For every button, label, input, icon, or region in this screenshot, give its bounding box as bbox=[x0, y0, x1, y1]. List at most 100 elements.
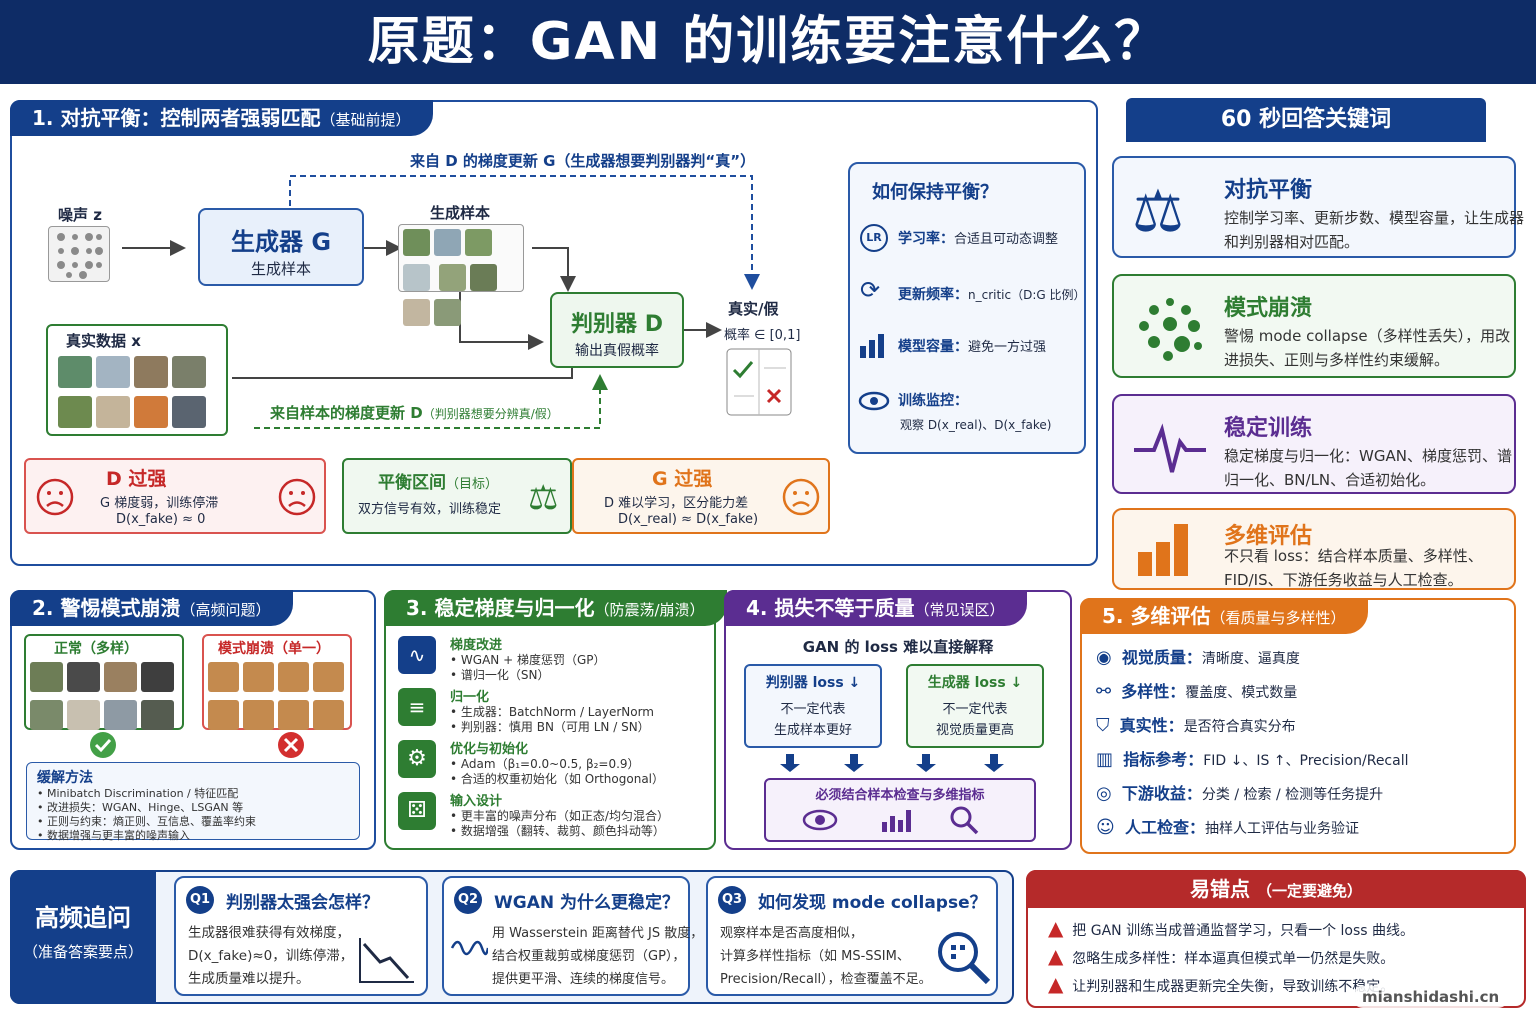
flow-arrows bbox=[122, 175, 760, 429]
collapse-thumbs bbox=[206, 660, 352, 736]
dog-thumb bbox=[104, 700, 137, 730]
real-thumb bbox=[58, 396, 92, 428]
section-2-panel: 2. 警惕模式崩溃（高频问题） 正常（多样） 模式崩溃（单一） 缓解方法 Min… bbox=[10, 590, 376, 850]
real-thumb bbox=[134, 396, 168, 428]
g-strong-line2: D(x_real) ≈ D(x_fake) bbox=[618, 512, 759, 527]
sample-thumb bbox=[439, 264, 467, 291]
d-loss-title: 判别器 loss ↓ bbox=[765, 675, 861, 691]
dog-thumb bbox=[208, 700, 239, 730]
scale-icon: ⚖ bbox=[1132, 177, 1184, 245]
faq-title: 高频追问 bbox=[35, 904, 131, 932]
g-loss-line: 不一定代表 bbox=[942, 702, 1008, 717]
q1-desc: 生成器很难获得有效梯度，D(x_fake)≈0，训练停滞，生成质量难以提升。 bbox=[188, 925, 354, 987]
fix-item: 数据增强与更丰富的噪声输入 bbox=[37, 829, 349, 843]
q2-badge: Q2 bbox=[454, 886, 482, 914]
keyword-card-balance: ⚖ 对抗平衡 控制学习率、更新步数、模型容量，让生成器和判别器相对匹配。 bbox=[1112, 156, 1524, 258]
decline-chart-icon bbox=[359, 938, 414, 983]
real-thumb bbox=[172, 396, 206, 428]
g-strong-box: G 过强 D 难以学习，区分能力差 D(x_real) ≈ D(x_fake) bbox=[572, 458, 830, 534]
discriminator-sub: 输出真假概率 bbox=[575, 343, 659, 359]
normal-thumbs bbox=[28, 660, 182, 736]
keywords-header: 60 秒回答关键词 bbox=[1126, 98, 1486, 142]
g-loss-line: 视觉质量更高 bbox=[935, 723, 1014, 738]
real-thumb bbox=[96, 356, 130, 388]
watermark: mianshidashi.cn bbox=[1352, 986, 1510, 1008]
group-list: 更丰富的噪声分布（如正态/均匀混合）数据增强（翻转、裁剪、颜色抖动等） bbox=[450, 809, 669, 839]
keyword-title: 多维评估 bbox=[1224, 524, 1313, 549]
eye-icon: ◉ bbox=[1096, 647, 1112, 668]
sad-face-icon bbox=[278, 478, 316, 516]
input-group: 输入设计 更丰富的噪声分布（如正态/均匀混合）数据增强（翻转、裁剪、颜色抖动等） bbox=[450, 790, 669, 839]
grad-g-label: 来自 D 的梯度更新 G（生成器想要判别器判“真”） bbox=[410, 152, 756, 170]
g-strong-line1: D 难以学习，区分能力差 bbox=[604, 496, 749, 511]
mistake-item: ▲ 忽略生成多样性：样本逼真但模式单一仍然是失败。 bbox=[1048, 944, 1395, 968]
balance-zone-title: 平衡区间（目标） bbox=[378, 473, 499, 493]
sad-face-icon bbox=[782, 478, 820, 516]
eval-row-diversity: ⚯ 多样性：覆盖度、模式数量 bbox=[1096, 681, 1298, 702]
scale-icon: ⚖ bbox=[528, 478, 559, 518]
fix-methods-list: Minibatch Discrimination / 特征匹配 改进损失：WGA… bbox=[37, 787, 349, 843]
down-arrows bbox=[780, 754, 1004, 772]
pulse-icon bbox=[1134, 423, 1206, 473]
collapse-samples-box: 模式崩溃（单一） bbox=[202, 634, 352, 730]
eval-row-metrics: ▥ 指标参考：FID ↓、IS ↑、Precision/Recall bbox=[1096, 749, 1409, 770]
dog-thumb bbox=[278, 662, 309, 692]
keyword-desc: 警惕 mode collapse（多样性丢失），用改进损失、正则与多样性约束缓解… bbox=[1224, 327, 1511, 369]
grad-group: 梯度改进 WGAN + 梯度惩罚（GP）谱归一化（SN） bbox=[450, 634, 605, 683]
samples-label: 生成样本 bbox=[430, 204, 491, 222]
keyword-desc: 稳定梯度与归一化：WGAN、梯度惩罚、谱归一化、BN/LN、合适初始化。 bbox=[1224, 447, 1512, 489]
section-3-header: 3. 稳定梯度与归一化（防震荡/崩溃） bbox=[384, 590, 727, 626]
keyword-title: 稳定训练 bbox=[1224, 416, 1313, 441]
q3-title: 如何发现 mode collapse？ bbox=[758, 893, 987, 913]
group-item: 谱归一化（SN） bbox=[450, 668, 605, 683]
dog-thumb bbox=[30, 700, 63, 730]
search-icon bbox=[950, 806, 979, 835]
shield-icon: ⛉ bbox=[1096, 715, 1110, 736]
eval-row-realism: ⛉ 真实性：是否符合真实分布 bbox=[1096, 715, 1296, 736]
eval-row-downstream: ◎ 下游收益：分类 / 检索 / 检测等任务提升 bbox=[1096, 783, 1384, 804]
keyword-card-stable: 稳定训练 稳定梯度与归一化：WGAN、梯度惩罚、谱归一化、BN/LN、合适初始化… bbox=[1112, 394, 1516, 494]
group-title: 优化与初始化 bbox=[450, 742, 529, 757]
wave-icon bbox=[450, 940, 488, 956]
section-5-panel: 5. 多维评估（看质量与多样性） ◉ 视觉质量：清晰度、逼真度 ⚯ 多样性：覆盖… bbox=[1080, 598, 1516, 854]
fix-item: 正则与约束：熵正则、互信息、覆盖率约束 bbox=[37, 815, 349, 829]
faq-q1: Q1 判别器太强会怎样？ 生成器很难获得有效梯度，D(x_fake)≈0，训练停… bbox=[174, 876, 428, 996]
d-loss-line: 不一定代表 bbox=[780, 702, 846, 717]
dog-thumb bbox=[243, 662, 274, 692]
generator-box: 生成器 G 生成样本 bbox=[198, 208, 364, 286]
output-prob: 概率 ∈ [0,1] bbox=[724, 328, 801, 343]
balance-item-capacity: 模型容量：避免一方过强 bbox=[898, 339, 1047, 355]
dog-thumb bbox=[141, 700, 174, 730]
keyword-title: 对抗平衡 bbox=[1224, 178, 1313, 203]
balance-item-monitor-key: 训练监控： bbox=[898, 393, 968, 409]
group-item: 数据增强（翻转、裁剪、颜色抖动等） bbox=[450, 824, 669, 839]
keyword-desc: 控制学习率、更新步数、模型容量，让生成器和判别器相对匹配。 bbox=[1224, 209, 1525, 251]
real-data-box: 真实数据 x bbox=[46, 324, 228, 436]
q3-badge: Q3 bbox=[718, 886, 746, 914]
normal-label: 正常（多样） bbox=[54, 641, 138, 657]
mistake-item: ▲ 把 GAN 训练当成普通监督学习，只看一个 loss 曲线。 bbox=[1048, 916, 1415, 940]
normal-samples-box: 正常（多样） bbox=[24, 634, 184, 730]
keyword-card-collapse: 模式崩溃 警惕 mode collapse（多样性丢失），用改进损失、正则与多样… bbox=[1112, 274, 1516, 378]
dog-thumb bbox=[141, 662, 174, 692]
magnifier-icon bbox=[938, 932, 991, 985]
dice-icon: ⚄ bbox=[398, 792, 436, 830]
q1-title: 判别器太强会怎样？ bbox=[226, 893, 379, 913]
section-4-panel: 4. 损失不等于质量（常见误区） GAN 的 loss 难以直接解释 判别器 l… bbox=[724, 590, 1072, 850]
sample-thumb bbox=[434, 299, 461, 326]
group-item: Adam（β₁=0.0~0.5, β₂=0.9） bbox=[450, 757, 664, 772]
noise-grid bbox=[48, 226, 110, 282]
eye-icon bbox=[802, 809, 838, 831]
check-icon bbox=[90, 732, 116, 758]
dog-thumb bbox=[313, 662, 344, 692]
dog-thumb bbox=[104, 662, 137, 692]
group-title: 输入设计 bbox=[450, 794, 503, 809]
pulse-icon: ∿ bbox=[398, 636, 436, 674]
generator-title: 生成器 G bbox=[230, 228, 332, 256]
fix-item: 改进损失：WGAN、Hinge、LSGAN 等 bbox=[37, 801, 349, 815]
eye-icon bbox=[858, 391, 890, 411]
real-thumb bbox=[134, 356, 168, 388]
eval-row-human: ☺ 人工检查：抽样人工评估与业务验证 bbox=[1096, 817, 1359, 838]
real-thumbs bbox=[56, 354, 222, 434]
faq-sub: （准备答案要点） bbox=[22, 943, 143, 961]
